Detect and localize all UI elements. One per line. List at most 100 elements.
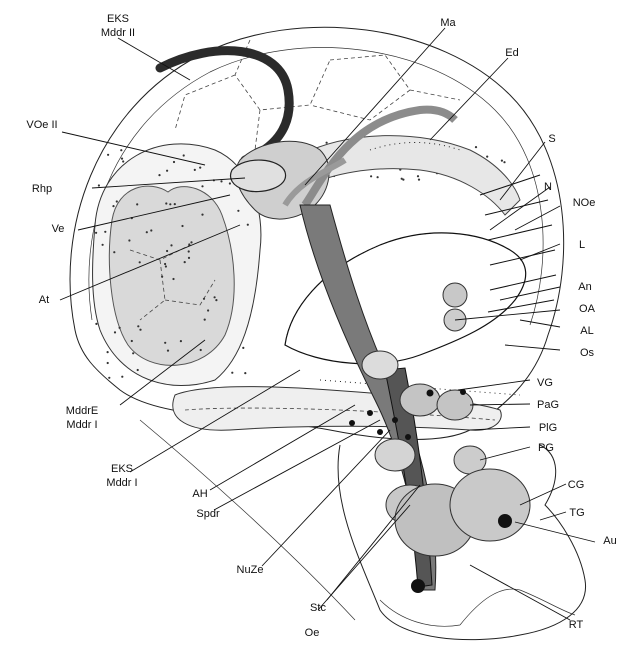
stipple-dot xyxy=(128,239,130,241)
stipple-dot xyxy=(166,250,168,252)
stipple-dot xyxy=(150,229,152,231)
label-an: An xyxy=(578,281,591,293)
label-rt: RT xyxy=(569,619,584,631)
stipple-dot xyxy=(402,179,404,181)
stipple-dot xyxy=(164,263,166,265)
stipple-dot xyxy=(161,276,163,278)
label-oe: Oe xyxy=(305,627,320,639)
stipple-dot xyxy=(121,158,123,160)
label-os: Os xyxy=(580,347,595,359)
label-s: S xyxy=(548,133,555,145)
stipple-dot xyxy=(200,349,202,351)
stipple-dot xyxy=(184,261,186,263)
stipple-dot xyxy=(174,203,176,205)
shell-cell-lines xyxy=(175,40,460,150)
label-al: AL xyxy=(580,325,593,337)
label-oa: OA xyxy=(579,303,596,315)
label-mddre-b: Mddr I xyxy=(66,419,97,431)
stipple-dot xyxy=(107,154,109,156)
stipple-dot xyxy=(207,309,209,311)
label-n: N xyxy=(544,181,552,193)
label-voe2: VOe II xyxy=(26,119,57,131)
stipple-dot xyxy=(119,327,121,329)
stipple-dot xyxy=(132,352,134,354)
stipple-dot xyxy=(120,149,122,151)
stipple-dot xyxy=(326,142,328,144)
label-eks-mddr1-b: Mddr I xyxy=(106,477,137,489)
stipple-dot xyxy=(503,161,505,163)
stipple-dot xyxy=(237,210,239,212)
label-plg: PlG xyxy=(539,422,557,434)
stipple-dot xyxy=(139,261,141,263)
stipple-dot xyxy=(107,351,109,353)
stipple-dot xyxy=(370,175,372,177)
stipple-dot xyxy=(215,299,217,301)
stipple-dot xyxy=(136,203,138,205)
label-pg: PG xyxy=(538,442,554,454)
stipple-dot xyxy=(172,278,174,280)
label-mddre-a: MddrE xyxy=(66,405,98,417)
stipple-dot xyxy=(418,179,420,181)
stipple-dot xyxy=(169,203,171,205)
stipple-dot xyxy=(247,224,249,226)
stipple-dot xyxy=(203,298,205,300)
stipple-dot xyxy=(95,323,97,325)
stipple-dot xyxy=(167,350,169,352)
stipple-dot xyxy=(229,182,231,184)
label-pag: PaG xyxy=(537,399,559,411)
label-at: At xyxy=(39,294,49,306)
stipple-dot xyxy=(122,160,124,162)
stipple-dot xyxy=(242,347,244,349)
stipple-dot xyxy=(188,257,190,259)
stipple-dot xyxy=(102,244,104,246)
stipple-dot xyxy=(158,174,160,176)
stipple-dot xyxy=(475,146,477,148)
label-eks-mddr2-b: Mddr II xyxy=(101,27,135,39)
stipple-dot xyxy=(114,331,116,333)
stipple-dot xyxy=(194,169,196,171)
label-ve: Ve xyxy=(52,223,65,235)
stipple-dot xyxy=(201,185,203,187)
stipple-dot xyxy=(95,232,97,234)
stipple-dot xyxy=(121,376,123,378)
stipple-dot xyxy=(188,250,190,252)
stipple-dot xyxy=(214,296,216,298)
stipple-dot xyxy=(244,372,246,374)
stipple-dot xyxy=(165,265,167,267)
stipple-dot xyxy=(137,325,139,327)
stipple-dot xyxy=(231,372,233,374)
stipple-dot xyxy=(137,369,139,371)
stipple-dot xyxy=(173,161,175,163)
label-ed: Ed xyxy=(505,47,518,59)
label-spdr: Spdr xyxy=(196,508,220,520)
stipple-dot xyxy=(183,154,185,156)
stipple-dot xyxy=(164,342,166,344)
stipple-dot xyxy=(108,377,110,379)
stipple-dot xyxy=(166,170,168,172)
band-s xyxy=(300,136,520,215)
stipple-dot xyxy=(181,225,183,227)
stipple-dot xyxy=(188,243,190,245)
stipple-dot xyxy=(116,200,118,202)
stipple-dot xyxy=(170,244,172,246)
vesicle-inner xyxy=(109,186,234,365)
stipple-dot xyxy=(112,205,114,207)
stipple-dot xyxy=(139,329,141,331)
stipple-dot xyxy=(98,184,100,186)
label-eks-mddr2-a: EKS xyxy=(107,13,129,25)
label-l: L xyxy=(579,239,585,251)
stipple-dot xyxy=(165,202,167,204)
stipple-dot xyxy=(220,180,222,182)
label-ma: Ma xyxy=(440,17,456,29)
label-stc: Stc xyxy=(310,602,326,614)
stipple-dot xyxy=(146,231,148,233)
label-nuze: NuZe xyxy=(237,564,264,576)
label-vg: VG xyxy=(537,377,553,389)
stipple-dot xyxy=(199,167,201,169)
stipple-dot xyxy=(113,251,115,253)
stipple-dot xyxy=(104,231,106,233)
stipple-dot xyxy=(377,176,379,178)
stipple-dot xyxy=(190,241,192,243)
stipple-dot xyxy=(131,340,133,342)
